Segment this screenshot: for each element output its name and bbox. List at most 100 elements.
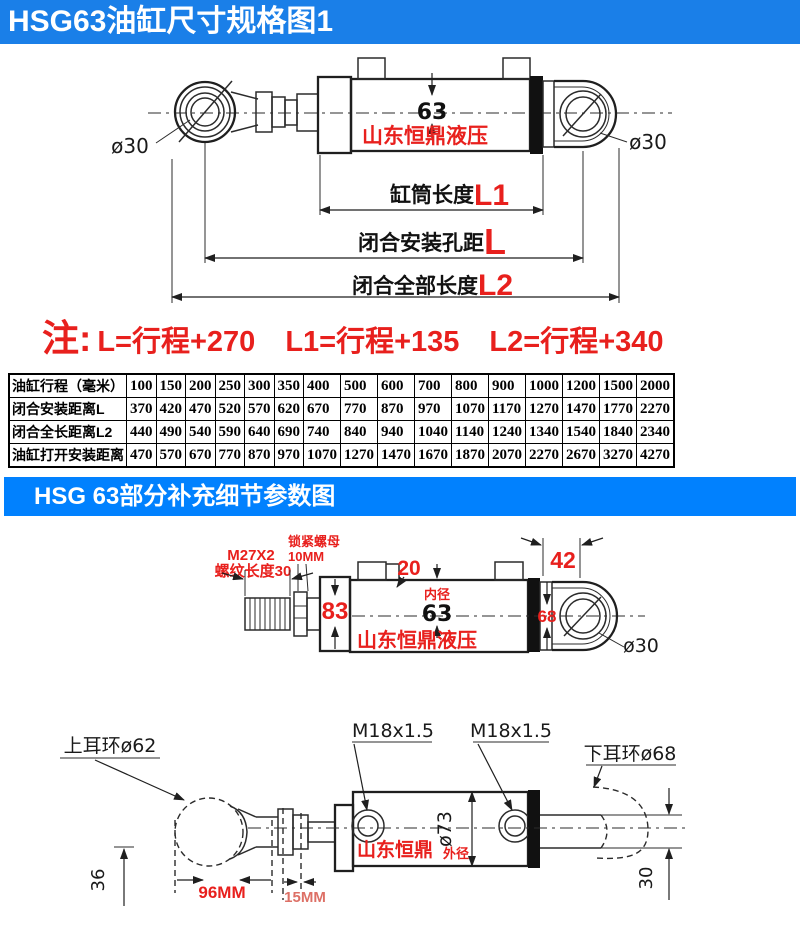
outer-diameter-caption: 外径 [442,846,469,861]
port1-thread-label: M18x1.5 [352,720,434,742]
table-cell: 670 [185,443,216,468]
table-cell: 1200 [562,373,600,398]
table-cell: 520 [214,397,245,421]
table-cell: 1170 [488,397,526,421]
table-cell: 470 [126,443,157,468]
eye-height-dimension: 68 [538,607,557,626]
lower-eye-label: 下耳环ø68 [584,743,677,765]
dimension-L1-label: 缸筒长度 [390,183,474,207]
section-title: HSG 63部分补充细节参数图 [4,477,796,516]
gland-dimension: 83 [322,598,349,625]
eye-width-dimension: 42 [550,547,576,573]
upper-eye [174,797,248,867]
port-2 [502,57,531,80]
barrel-with-ports [351,790,540,868]
table-cell: 1070 [303,443,341,468]
dimension-L-label: 闭合安装孔距 [358,231,484,255]
table-cell: 1070 [451,397,489,421]
note-formulas: 注: L=行程+270 L1=行程+135 L2=行程+340 [42,308,782,360]
cylinder-mounting-diagram: 上耳环ø62 M18x1.5 M18x1.5 下耳环ø68 [60,720,690,906]
table-cell: 640 [244,420,275,444]
detail-port-2 [494,561,524,581]
table-cell: 1000 [525,373,563,398]
table-cell: 1500 [599,373,637,398]
table-cell: 870 [244,443,275,468]
left-eye [173,80,259,144]
port-dimension: 20 [397,557,420,580]
bore-caption: 内径 [424,587,450,602]
table-cell: 620 [273,397,304,421]
page-title: HSG63油缸尺寸规格图1 [0,0,800,44]
table-cell: 2270 [525,443,563,468]
locknut-size-label: 10MM [288,549,324,564]
table-cell: 1840 [599,420,637,444]
table-cell: 970 [414,397,452,421]
rod-thread-length-label: 螺纹长度30 [215,562,292,580]
table-cell: 840 [340,420,378,444]
table-cell: 1470 [377,443,415,468]
table-cell: 420 [155,397,186,421]
rod-thread-spec-label: M27X2 [227,547,275,564]
table-cell: 940 [377,420,415,444]
table-cell: 500 [340,373,378,398]
detail-eye-diameter-label: ø30 [623,635,659,657]
formula-L1: L1=行程+135 [285,326,460,358]
table-cell: 370 [126,397,157,421]
table-cell: 770 [214,443,245,468]
table-cell: 2270 [636,397,675,421]
row-label: 闭合全长距离L2 [8,420,127,444]
dimension-L2-label: 闭合全部长度 [352,274,478,298]
rod-assembly [237,803,355,873]
table-cell: 300 [244,373,275,398]
row-label: 油缸行程（毫米） [8,373,127,398]
table-cell: 1770 [599,397,637,421]
table-cell: 2070 [488,443,526,468]
span-dimension: 96MM [198,883,245,902]
table-cell: 540 [185,420,216,444]
section-title-text: HSG 63部分补充细节参数图 [34,483,336,510]
formula-L2: L2=行程+340 [489,326,664,358]
cylinder-detail-diagram: M27X2 螺纹长度30 锁紧螺母 10MM 83 [215,534,659,657]
row-label: 闭合安装距离L [8,397,127,421]
dimension-L2-var: L2 [478,269,513,302]
table-cell: 200 [185,373,216,398]
right-eye [554,79,618,149]
outer-diameter-dimension: ø73 [434,811,456,847]
piston-rod [255,91,319,133]
note-mark: 注: [42,318,92,359]
table-cell: 740 [303,420,341,444]
detail-bore-dimension: 63 [422,602,453,627]
table-cell: 440 [126,420,157,444]
brand-watermark: 山东恒鼎液压 [362,124,488,148]
rod-diameter-dimension: 30 [636,867,657,890]
table-cell: 800 [451,373,489,398]
dimension-L1-var: L1 [474,179,509,212]
table-cell: 1540 [562,420,600,444]
table-cell: 1340 [525,420,563,444]
row-label: 油缸打开安装距离 [8,443,127,468]
table-cell: 490 [155,420,186,444]
cylinder-overview-diagram: 63 山东恒鼎液压 ø30 ø30 缸筒长度 L1 闭合安装孔距 L [111,57,672,303]
threaded-rod-end [244,597,291,631]
lock-nut [293,591,321,637]
table-cell: 900 [488,373,526,398]
brand-watermark: 山东恒鼎 [357,838,433,861]
table-cell: 350 [273,373,304,398]
table-cell: 1870 [451,443,489,468]
table-cell: 1670 [414,443,452,468]
table-cell: 2000 [636,373,675,398]
table-cell: 2670 [562,443,600,468]
table-cell: 970 [273,443,304,468]
detail-right-eye [552,580,619,652]
table-cell: 870 [377,397,415,421]
formula-L: L=行程+270 [97,326,256,358]
table-cell: 590 [214,420,245,444]
brand-watermark: 山东恒鼎液压 [357,628,477,652]
table-cell: 1240 [488,420,526,444]
